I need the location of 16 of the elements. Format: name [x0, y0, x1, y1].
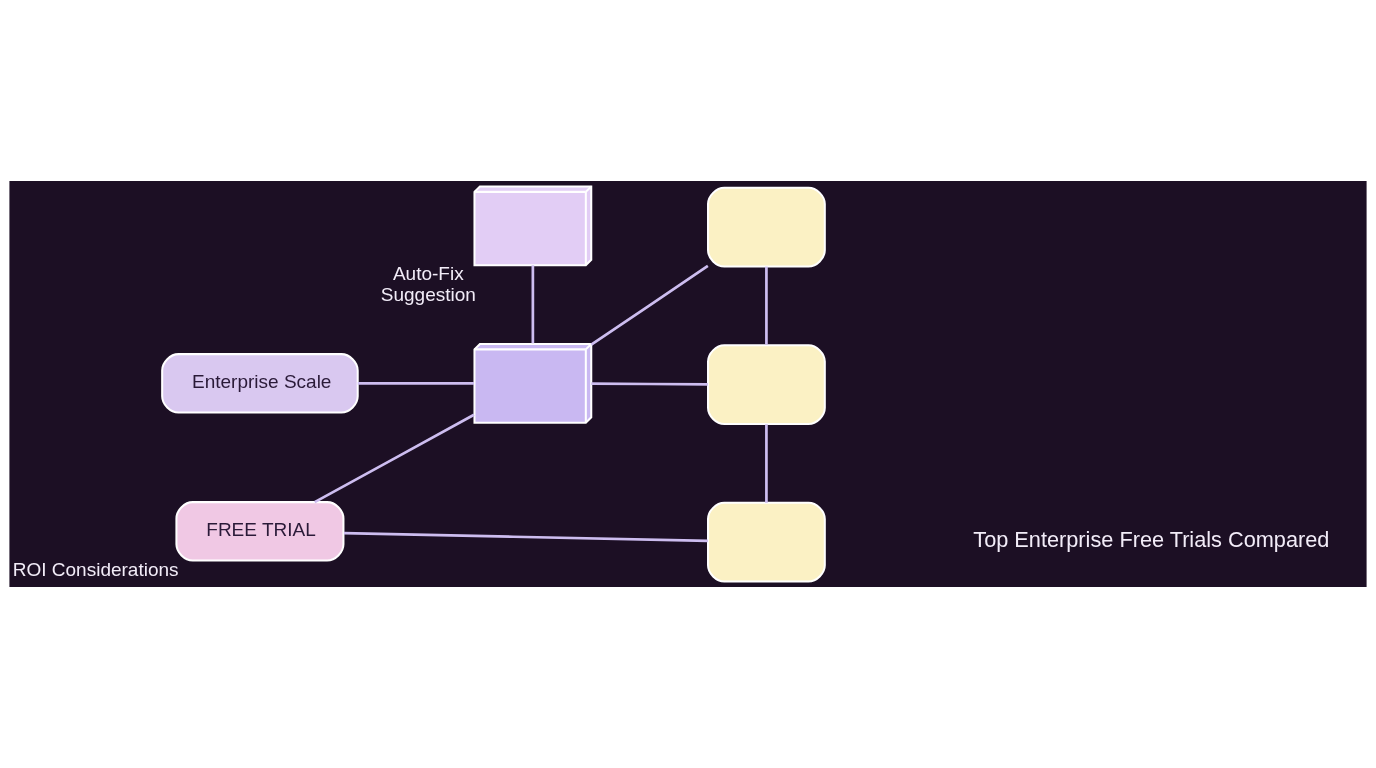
node-box: [707, 501, 826, 583]
connector: [590, 264, 709, 346]
connector: [765, 266, 768, 345]
node-box: [707, 344, 826, 426]
connector: [343, 531, 708, 543]
connector: [314, 413, 475, 504]
node-label: Suggestion: [380, 283, 476, 305]
connector: [357, 381, 475, 385]
node-label: Auto-Fix: [392, 263, 464, 285]
node-box: Enterprise Scale: [161, 353, 359, 414]
connector: [531, 265, 535, 344]
node-box: [707, 186, 826, 268]
node-box: FREE TRIAL: [175, 501, 345, 562]
connector: [591, 382, 708, 386]
label: Top Enterprise Free Trials Compared: [973, 527, 1330, 553]
connector: [765, 424, 768, 503]
